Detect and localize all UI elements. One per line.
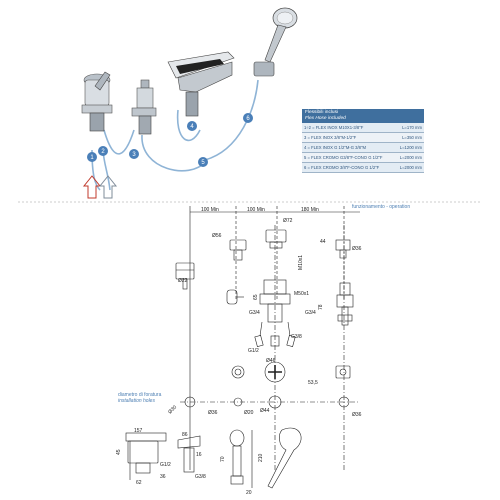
legend-code: 4 = FLEX INOX G 1/2"M-G 3/8"M	[304, 145, 366, 150]
marker-5: 5	[201, 160, 205, 166]
dim-210: 210	[258, 453, 264, 462]
dim-d36-c: Ø36	[352, 412, 362, 418]
dim-65: 65	[253, 294, 259, 300]
hose-legend-table: Flessibili inclusi Flex Hose included 1÷…	[302, 109, 424, 173]
legend-header: Flessibili inclusi Flex Hose included	[302, 109, 424, 123]
legend-code: 5 = FLEX CROMO G3/8"F-CONO G 1/2"F	[304, 155, 383, 160]
legend-code: 3 = FLEX INOX 3/8"M-1/2"F	[304, 135, 357, 140]
hose-6	[176, 109, 201, 142]
hot-inlet-arrow	[82, 175, 102, 199]
dim-d36: Ø36	[352, 246, 362, 252]
legend-row: 5 = FLEX CROMO G3/8"F-CONO G 1/2"F L=2000…	[302, 153, 424, 163]
marker-4: 4	[190, 124, 194, 130]
hose-5	[204, 79, 259, 161]
legend-length: L=1200 mm	[399, 145, 422, 150]
hose-2	[102, 149, 111, 191]
legend-length: L=170 mm	[402, 125, 422, 130]
marker-2: 2	[101, 149, 105, 155]
dim-g12-b: G1/2	[160, 462, 171, 468]
dim-g34-b: G3/4	[305, 310, 316, 316]
drilling-caption-en: installation holes	[118, 398, 155, 404]
dim-d22: Ø22	[178, 278, 188, 284]
dim-100-min-a: 100 Min	[201, 207, 219, 213]
dim-d20: Ø20	[244, 410, 254, 416]
hose-4	[141, 134, 206, 172]
cold-inlet-arrow	[98, 175, 118, 199]
dim-180-min: 180 Min	[301, 207, 319, 213]
marker-1: 1	[90, 155, 94, 161]
dim-m50: M50x1	[294, 291, 309, 297]
legend-code: 1÷2 = FLEX INOX M10X1-3/8"F	[304, 125, 364, 130]
legend-length: L=2000 mm	[399, 155, 422, 160]
dim-g38: G3/8	[291, 334, 302, 340]
dim-20: 20	[246, 490, 252, 496]
mixer-valve-image	[81, 71, 113, 132]
hose-3	[103, 129, 135, 155]
dim-g34-a: G3/4	[249, 310, 260, 316]
spout-image	[167, 51, 235, 117]
dim-d30: Ø30	[167, 404, 178, 415]
dim-d46: Ø46	[266, 358, 276, 364]
dim-d36-b: Ø36	[208, 410, 218, 416]
dim-100-min-b: 100 Min	[247, 207, 265, 213]
dim-44: 44	[320, 239, 326, 245]
dim-45: 45	[116, 449, 122, 455]
marker-group: 1 2 3 4 5 6	[87, 113, 253, 167]
legend-row: 6 = FLEX CROMO 3/8"F-CONO G 1/2"F L=2000 …	[302, 163, 424, 173]
dim-g38-b: G3/8	[195, 474, 206, 480]
legend-code: 6 = FLEX CROMO 3/8"F-CONO G 1/2"F	[304, 165, 380, 170]
diverter-image	[131, 79, 157, 135]
dim-d72: Ø72	[283, 218, 293, 224]
legend-row: 3 = FLEX INOX 3/8"M-1/2"F L=350 mm	[302, 133, 424, 143]
dim-86: 86	[182, 432, 188, 438]
legend-subtitle: Flex Hose included	[305, 116, 346, 121]
legend-title: Flessibili inclusi	[305, 110, 339, 115]
dimension-labels: 100 Min 100 Min 180 Min Ø72 Ø56 44 Ø36 Ø…	[116, 207, 362, 496]
operation-caption: funzionamento - operation	[352, 204, 411, 210]
dim-78: 78	[318, 304, 324, 310]
hand-shower-image	[253, 7, 298, 77]
dim-70: 70	[220, 456, 226, 462]
dim-62: 62	[136, 480, 142, 486]
legend-row: 1÷2 = FLEX INOX M10X1-3/8"F L=170 mm	[302, 123, 424, 133]
dim-g12-a: G1/2	[248, 348, 259, 354]
technical-drawing	[125, 206, 360, 489]
dim-157: 157	[134, 428, 143, 434]
legend-row: 4 = FLEX INOX G 1/2"M-G 3/8"M L=1200 mm	[302, 143, 424, 153]
drilling-caption: diametro di foratura installation holes	[118, 392, 161, 404]
dim-d56: Ø56	[212, 233, 222, 239]
legend-length: L=350 mm	[402, 135, 422, 140]
dim-53: 53,5	[308, 380, 318, 386]
marker-6: 6	[246, 116, 250, 122]
dim-36: 36	[160, 474, 166, 480]
legend-length: L=2000 mm	[399, 165, 422, 170]
drilling-caption-it: diametro di foratura	[118, 392, 162, 398]
dim-16: 16	[196, 452, 202, 458]
dim-d44: Ø44	[260, 408, 270, 414]
dim-m10: M10x1	[298, 255, 304, 270]
marker-3: 3	[132, 152, 136, 158]
